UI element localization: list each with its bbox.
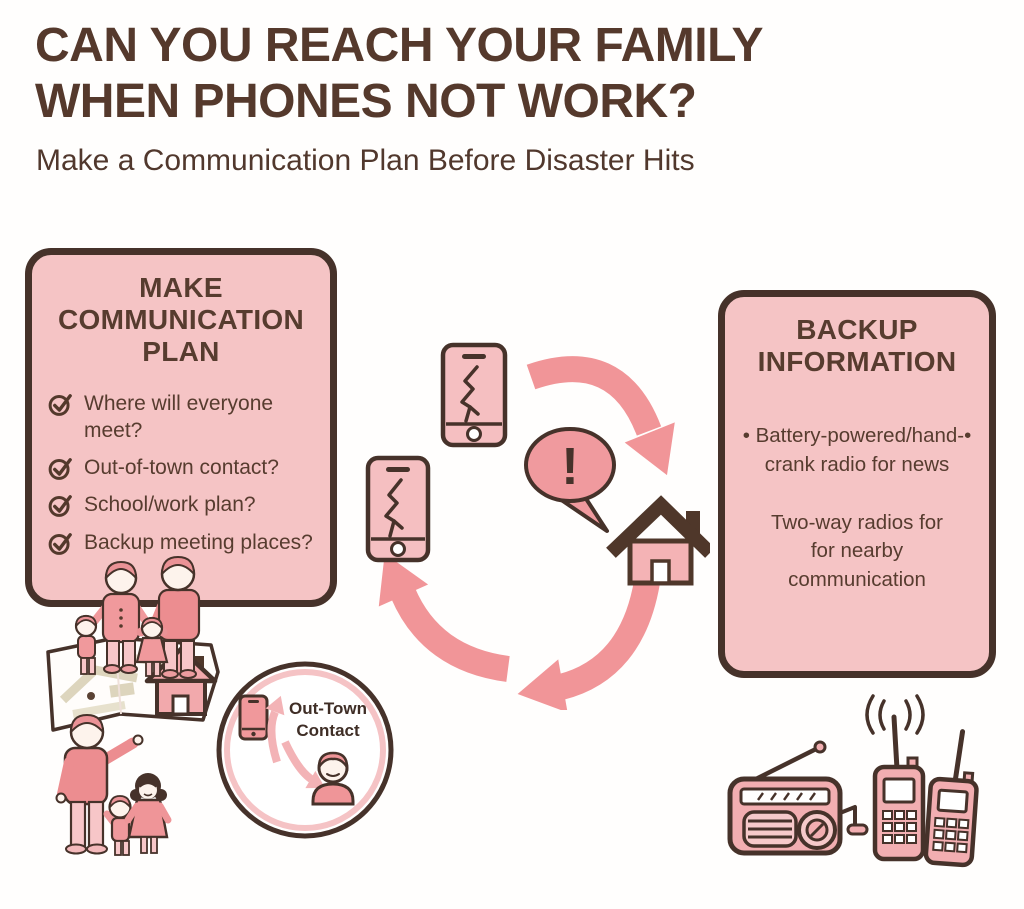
cracked-phone-icon — [365, 455, 431, 563]
checklist-item: Where will everyone meet? — [48, 390, 322, 445]
bullet-line: • Battery-powered/hand-• — [742, 424, 972, 448]
plan-title-line: PLAN — [142, 336, 220, 368]
backup-title-line: INFORMATION — [757, 346, 957, 378]
checklist-item-label: School/work plan? — [84, 493, 256, 517]
plan-checklist: Where will everyone meet? Out-of-town co… — [32, 390, 330, 556]
backup-panel-title: BACKUP INFORMATION — [725, 314, 989, 378]
exchange-arrows-icon — [265, 695, 326, 789]
contact-label-line: Out-Town — [288, 699, 368, 718]
checkmark-icon — [48, 532, 72, 555]
backup-bullet-1: • Battery-powered/hand-• crank radio for… — [725, 422, 989, 479]
cycle-arrows-icon — [378, 356, 675, 710]
checklist-item: Out-of-town contact? — [48, 454, 322, 481]
walkie-talkie-icon — [865, 694, 926, 862]
backup-bullets: • Battery-powered/hand-• crank radio for… — [725, 422, 989, 594]
contact-person-icon — [311, 751, 355, 806]
page-subtitle: Make a Communication Plan Before Disaste… — [36, 144, 695, 177]
checklist-item-label: Out-of-town contact? — [84, 456, 279, 480]
checkmark-icon — [48, 393, 72, 416]
family-map-illustration — [46, 555, 394, 856]
walkie-talkie-icon — [923, 729, 979, 868]
contact-label-line: Contact — [296, 721, 360, 741]
backup-devices-illustration — [727, 694, 979, 868]
title-line-1: CAN YOU REACH YOUR FAMILY — [35, 19, 764, 72]
backup-title-line: BACKUP — [796, 314, 918, 345]
out-of-town-contact-circle — [216, 661, 394, 839]
plan-panel: MAKE COMMUNICATION PLAN Where will every… — [25, 248, 337, 607]
checklist-item-label: Where will everyone meet? — [84, 391, 274, 442]
radio-icon — [727, 740, 869, 856]
checklist-item: Backup meeting places? — [48, 529, 322, 556]
checkmark-icon — [48, 458, 72, 481]
communication-cycle-illustration: ! — [365, 342, 710, 710]
backup-bullet-2: Two-way radios for for nearby communicat… — [725, 509, 989, 595]
title-line-2: WHEN PHONES NOT WORK? — [35, 74, 697, 128]
phone-icon — [238, 694, 269, 741]
bullet-line: crank radio for news — [764, 453, 950, 477]
bullet-line: communication — [788, 568, 926, 592]
page-title: CAN YOU REACH YOUR FAMILY WHEN PHONES NO… — [35, 18, 764, 129]
checklist-item: School/work plan? — [48, 491, 322, 518]
cracked-phone-icon — [440, 342, 508, 448]
checkmark-icon — [48, 495, 72, 518]
family-group-pointing — [55, 713, 172, 856]
backup-panel: BACKUP INFORMATION • Battery-powered/han… — [718, 290, 996, 678]
alert-speech-bubble-icon: ! — [524, 427, 616, 533]
contact-circle-label: Out-Town Contact — [282, 698, 374, 742]
plan-panel-title: MAKE COMMUNICATION PLAN — [32, 272, 330, 369]
bullet-line: Two-way radios for — [770, 510, 944, 534]
bullet-line: for nearby — [810, 539, 904, 563]
alert-mark: ! — [561, 438, 578, 496]
checklist-item-label: Backup meeting places? — [84, 530, 313, 554]
family-group-map — [74, 555, 201, 679]
house-icon — [606, 495, 710, 586]
plan-title-line: MAKE — [139, 272, 223, 303]
plan-title-line: COMMUNICATION — [57, 304, 304, 336]
